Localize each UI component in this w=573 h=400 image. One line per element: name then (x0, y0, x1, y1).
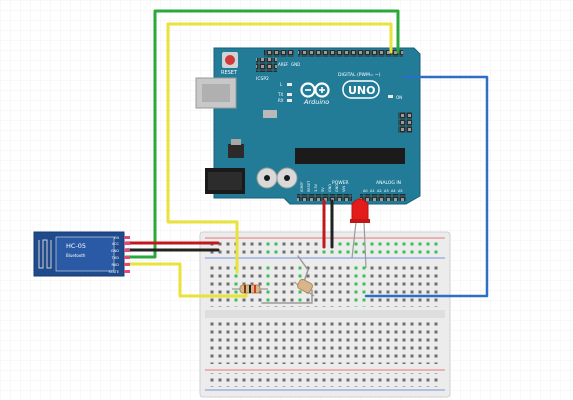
yellow-wire-bottom (124, 262, 248, 298)
a5-label: A5 (398, 189, 403, 193)
arduino-uno-board: RESET ICSP2 AREF GND DIGITAL (PWM= ~) L (195, 47, 421, 205)
l-label: L (280, 82, 283, 87)
a4-label: A4 (391, 189, 396, 193)
hc05-pin-gnd: GND (111, 249, 119, 253)
hc05-sub-label: Bluetooth (66, 253, 86, 258)
arduino-logo-icon (300, 82, 330, 98)
5v-label: 5V (321, 187, 325, 192)
hc05-pin-rxd: RXD (111, 263, 119, 267)
3v3-label: 3.3V (314, 183, 318, 192)
a2-label: A2 (377, 189, 382, 193)
yellow-wire-top (166, 22, 393, 274)
a0-label: A0 (363, 189, 368, 193)
gnd-top-label: GND (291, 62, 300, 67)
analog-in-label: ANALOG IN (376, 180, 401, 186)
icsp2-label: ICSP2 (256, 76, 269, 82)
antenna-icon (38, 239, 52, 269)
gnd-label-1: GND (328, 184, 332, 192)
uno-model-label: UNO (348, 84, 376, 97)
arduino-brand-label: Arduino (303, 98, 329, 106)
hc05-pin-txd: TXD (111, 256, 120, 260)
a1-label: A1 (370, 189, 375, 193)
hc05-model-label: HC-05 (66, 242, 86, 250)
power-label: POWER (332, 180, 349, 186)
hc05-module: HC-05 Bluetooth EN VCC GND TXD RXD STATE (33, 231, 130, 277)
rx-label: RX (278, 98, 284, 103)
vin-label: VIN (342, 186, 346, 192)
green-wire (124, 9, 400, 259)
hc05-pin-state: STATE (108, 270, 119, 274)
digital-label: DIGITAL (PWM= ~) (338, 72, 381, 78)
reset-pin-label: RESET (307, 180, 311, 192)
hc05-pin-vcc: VCC (112, 242, 120, 246)
resistor-2 (293, 278, 315, 297)
resistor-1 (232, 284, 268, 294)
blue-wire (364, 75, 489, 298)
ioref-label: IOREF (300, 182, 304, 192)
aref-label: AREF (278, 62, 289, 67)
reset-label: RESET (221, 70, 238, 76)
gnd-label-2: GND (335, 184, 339, 192)
red-led (350, 198, 370, 269)
hc05-pin-en: EN (114, 236, 119, 240)
wires (124, 9, 489, 304)
a3-label: A3 (384, 189, 389, 193)
tx-label: TX (277, 92, 283, 97)
on-label: ON (396, 95, 402, 100)
atmega-chip (295, 148, 405, 164)
